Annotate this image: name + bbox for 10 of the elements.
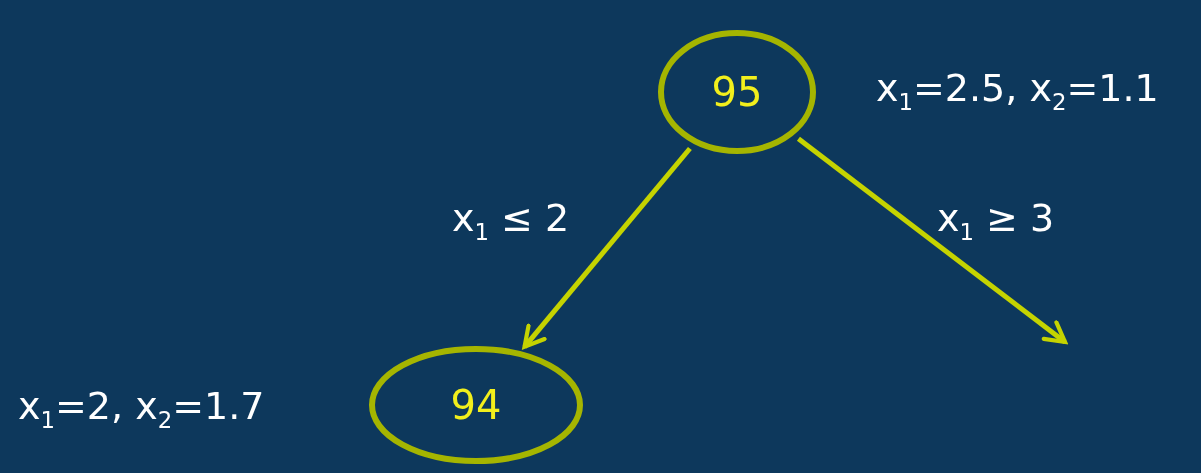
edge-label: x$_{1}$ ≤ 2 bbox=[452, 198, 570, 245]
ellipse-node bbox=[369, 346, 583, 464]
node-value: 94 bbox=[450, 382, 502, 428]
node-annotation: x$_{1}$=2.5, x$_{2}$=1.1 bbox=[876, 68, 1159, 115]
arrow bbox=[522, 146, 692, 349]
arrow bbox=[796, 136, 1068, 345]
ellipse-node bbox=[658, 30, 816, 154]
node-annotation: x$_{1}$=2, x$_{2}$=1.7 bbox=[18, 386, 265, 433]
edge-label: x$_{1}$ ≥ 3 bbox=[937, 198, 1055, 245]
node-value: 95 bbox=[711, 69, 763, 115]
